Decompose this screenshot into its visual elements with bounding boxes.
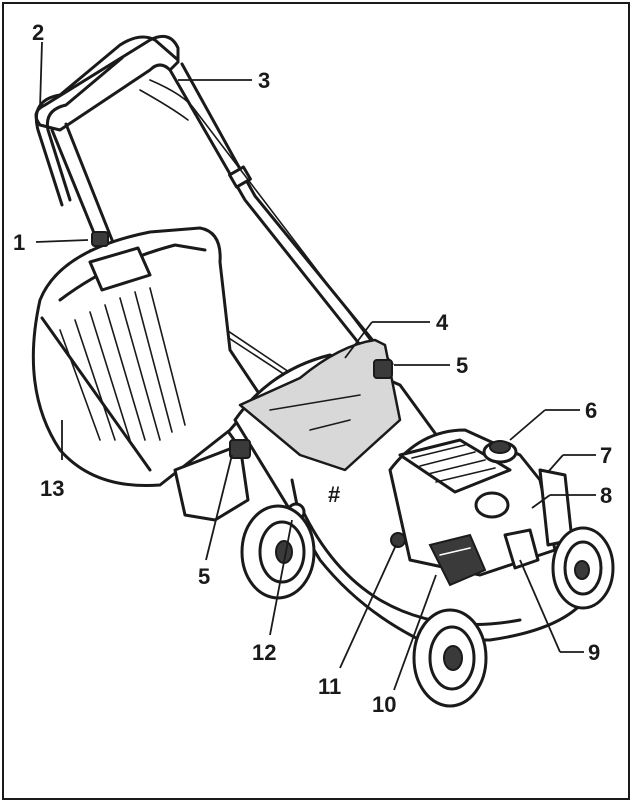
callout-1: 1 — [13, 230, 25, 255]
hash-marker: # — [328, 482, 340, 507]
callout-5-left: 5 — [198, 564, 210, 589]
wheels-illustration — [240, 504, 615, 708]
wheel-front-right — [551, 526, 615, 610]
wheel-front-left — [412, 608, 488, 708]
grass-catcher-illustration — [31, 226, 262, 522]
callout-3: 3 — [258, 68, 270, 93]
callout-2: 2 — [32, 20, 44, 45]
callout-5-right: 5 — [456, 353, 468, 378]
callout-10: 10 — [372, 692, 396, 717]
callout-4: 4 — [436, 310, 449, 335]
callout-6: 6 — [585, 398, 597, 423]
callout-8: 8 — [600, 483, 612, 508]
callout-labels: 1 2 3 4 5 5 6 7 8 9 10 11 12 13 — [13, 20, 612, 717]
callout-12: 12 — [252, 640, 276, 665]
knobs-illustration — [91, 231, 393, 459]
callout-13: 13 — [40, 476, 64, 501]
leader-lines — [35, 41, 596, 691]
deck-illustration: # — [233, 338, 587, 642]
callout-9: 9 — [588, 640, 600, 665]
callout-7: 7 — [600, 443, 612, 468]
wheel-rear-left — [240, 504, 316, 600]
callout-11: 11 — [318, 674, 341, 699]
